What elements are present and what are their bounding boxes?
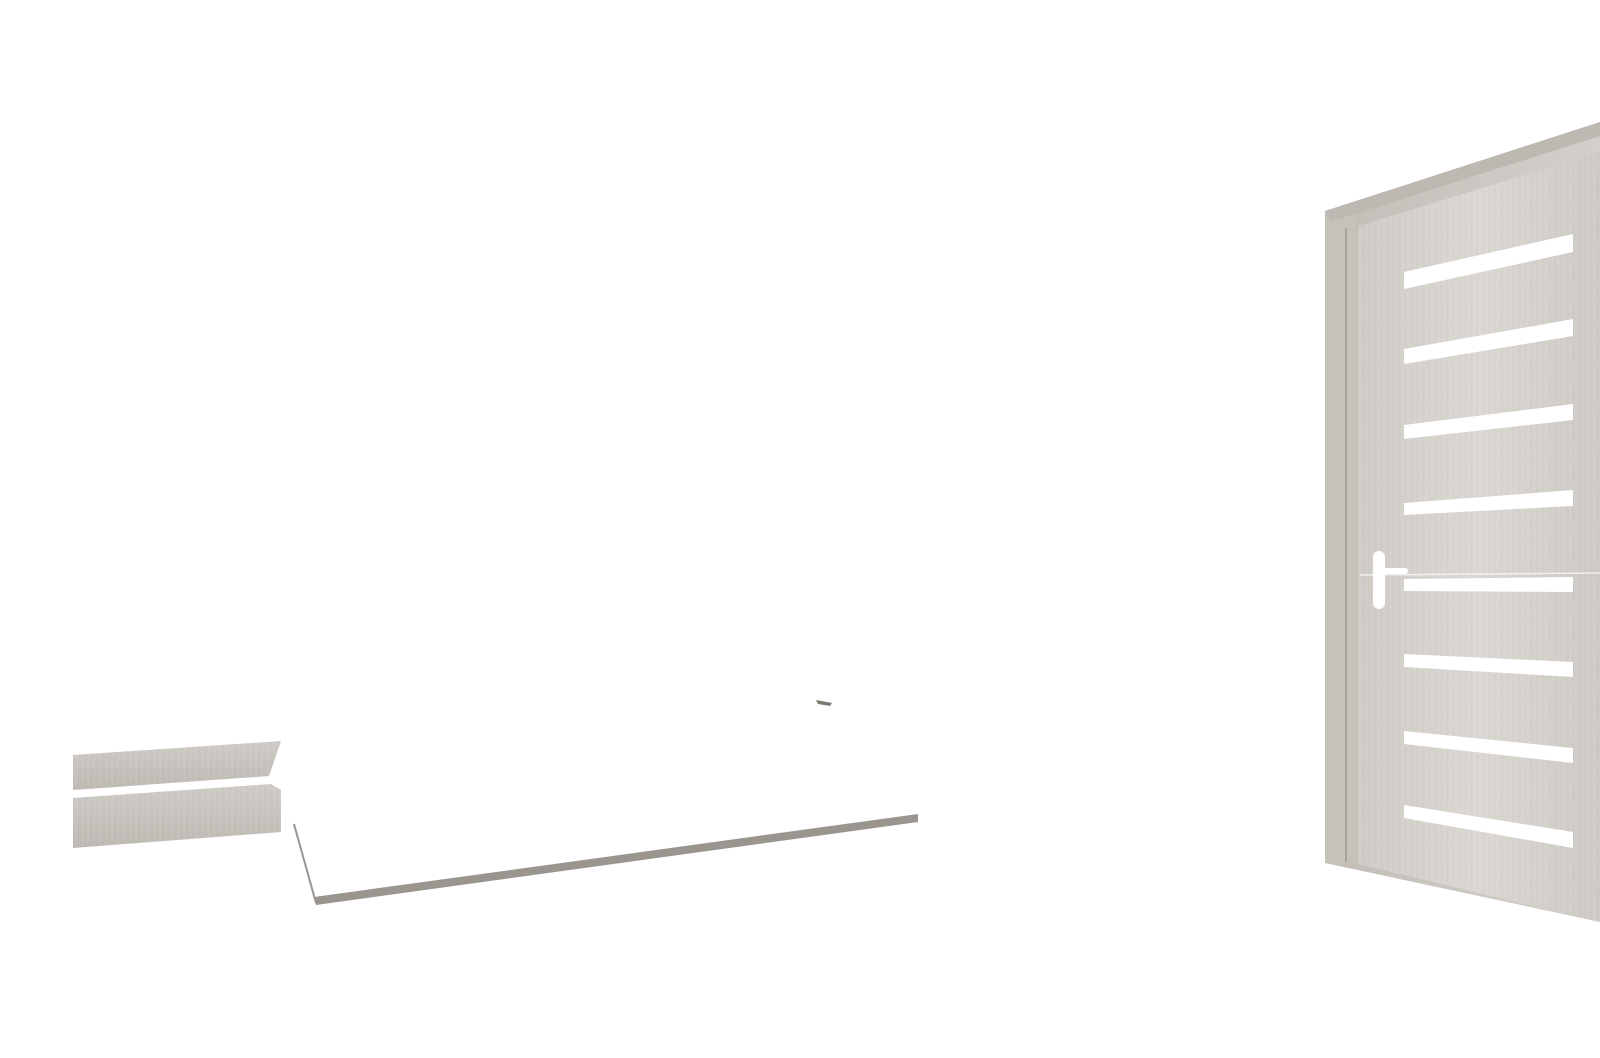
white-board-top	[281, 700, 918, 897]
door-leaf-grain	[1358, 152, 1600, 922]
door-frame-top	[1325, 122, 1600, 222]
door-handle-plate	[1373, 551, 1385, 609]
glass-slot-8	[1404, 805, 1573, 848]
door-handle-lever[interactable]	[1378, 568, 1408, 574]
glass-slot-1	[1404, 234, 1573, 289]
glass-slot-7	[1404, 731, 1573, 763]
wood-board-left	[72, 741, 281, 848]
glass-slots	[1404, 234, 1573, 848]
glass-slot-2	[1404, 319, 1573, 364]
door-frame-left-jamb	[1325, 203, 1356, 863]
glass-slot-3	[1404, 404, 1573, 439]
wood-board-lower-grain	[73, 784, 281, 848]
white-board-side-edge	[293, 823, 317, 904]
door-handle-seam	[1359, 572, 1600, 576]
door-handle[interactable]	[1359, 551, 1600, 609]
glass-slot-4	[1404, 490, 1573, 515]
wood-board-upper-grain	[73, 741, 281, 790]
door	[1358, 152, 1600, 922]
wood-board-seam	[72, 777, 273, 797]
glass-slot-5	[1404, 577, 1573, 592]
glass-slot-6	[1404, 654, 1573, 677]
white-board-edge	[314, 814, 918, 905]
white-board-corner-mark	[816, 700, 832, 706]
white-board	[281, 700, 918, 905]
